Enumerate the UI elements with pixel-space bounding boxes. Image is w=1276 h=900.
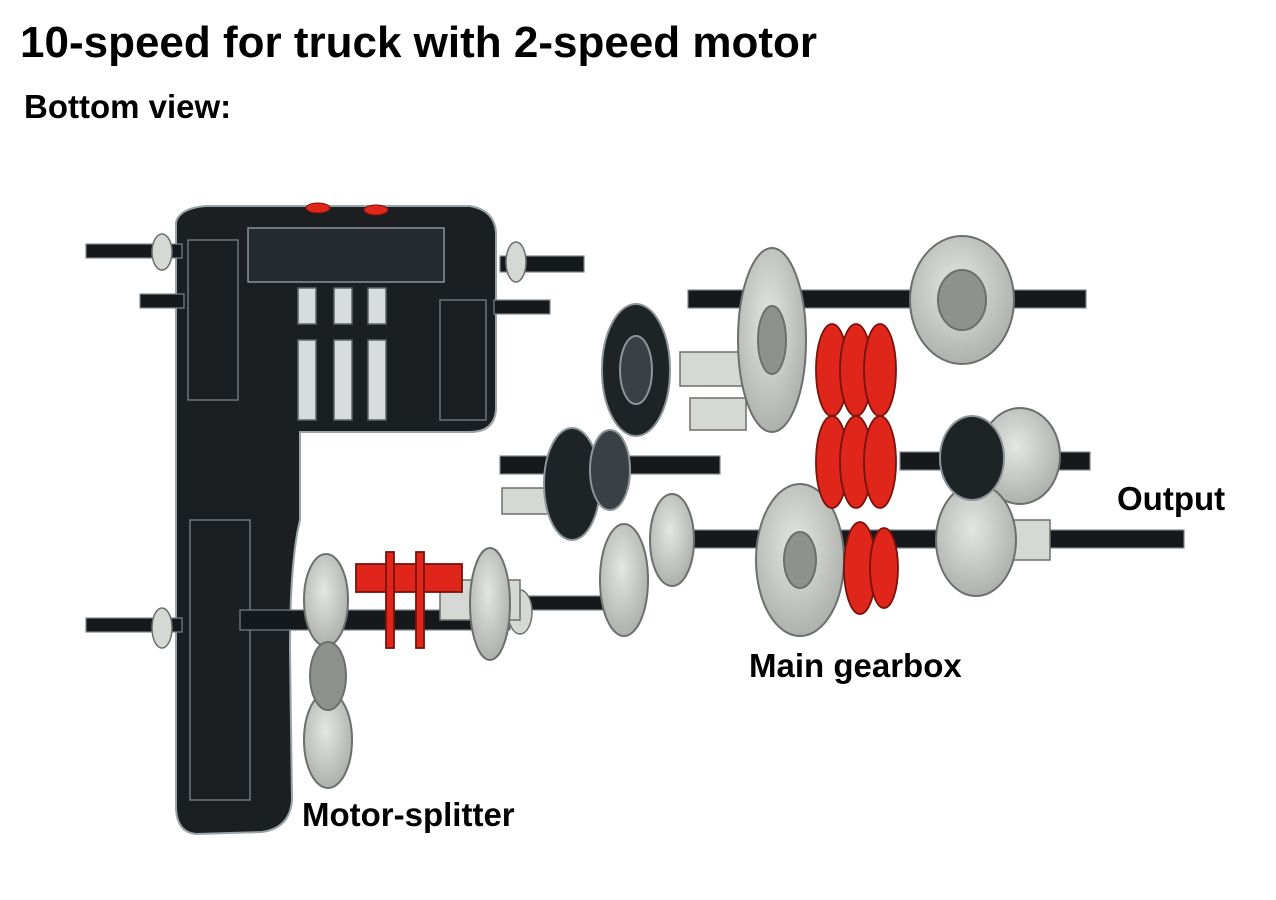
gear-icon (757, 305, 787, 375)
bushing (679, 351, 749, 387)
gear-icon (783, 531, 817, 589)
view-label: Bottom view: (24, 88, 232, 125)
frame-red-pin (363, 204, 389, 216)
main-gearbox-label: Main gearbox (749, 647, 962, 684)
slot (297, 339, 317, 421)
slot (367, 287, 387, 325)
clutch-icon (385, 551, 395, 649)
gear-icon (309, 641, 347, 711)
bushing (689, 397, 747, 431)
bushing (505, 241, 527, 283)
gear-icon (599, 523, 649, 637)
clutch-icon (355, 563, 463, 593)
frame-body (175, 205, 497, 836)
bushing (151, 607, 173, 649)
frame-slots (297, 287, 387, 421)
slot (333, 339, 353, 421)
bushing (151, 233, 173, 271)
frame-red-pin (305, 202, 331, 214)
gear-icon (939, 415, 1005, 501)
clutch-icon (863, 415, 897, 509)
page-title: 10-speed for truck with 2-speed motor (20, 18, 818, 67)
axle-icon (519, 595, 611, 611)
gear-icon (589, 429, 631, 511)
clutch-icon (869, 527, 899, 609)
output-label: Output (1117, 480, 1226, 517)
frame-panel-upper (247, 227, 445, 283)
gear-icon (649, 493, 695, 587)
motor-frame (175, 202, 497, 836)
motor-splitter-label: Motor-splitter (302, 796, 515, 833)
gear-icon (303, 553, 349, 647)
slot (297, 287, 317, 325)
clutches (355, 323, 899, 649)
gears (303, 235, 1061, 789)
axle-icon (493, 299, 551, 315)
slot (367, 339, 387, 421)
axle-icon (139, 293, 185, 309)
gear-icon (935, 483, 1017, 597)
clutch-icon (415, 551, 425, 649)
frame-panel-left (187, 239, 239, 401)
frame-rib-right (439, 299, 487, 421)
slot (333, 287, 353, 325)
gear-icon (469, 547, 511, 661)
gear-icon (937, 269, 987, 331)
gear-icon (619, 335, 653, 405)
dark-gears (543, 303, 1005, 541)
frame-panel-lower (189, 519, 251, 801)
clutch-icon (863, 323, 897, 417)
